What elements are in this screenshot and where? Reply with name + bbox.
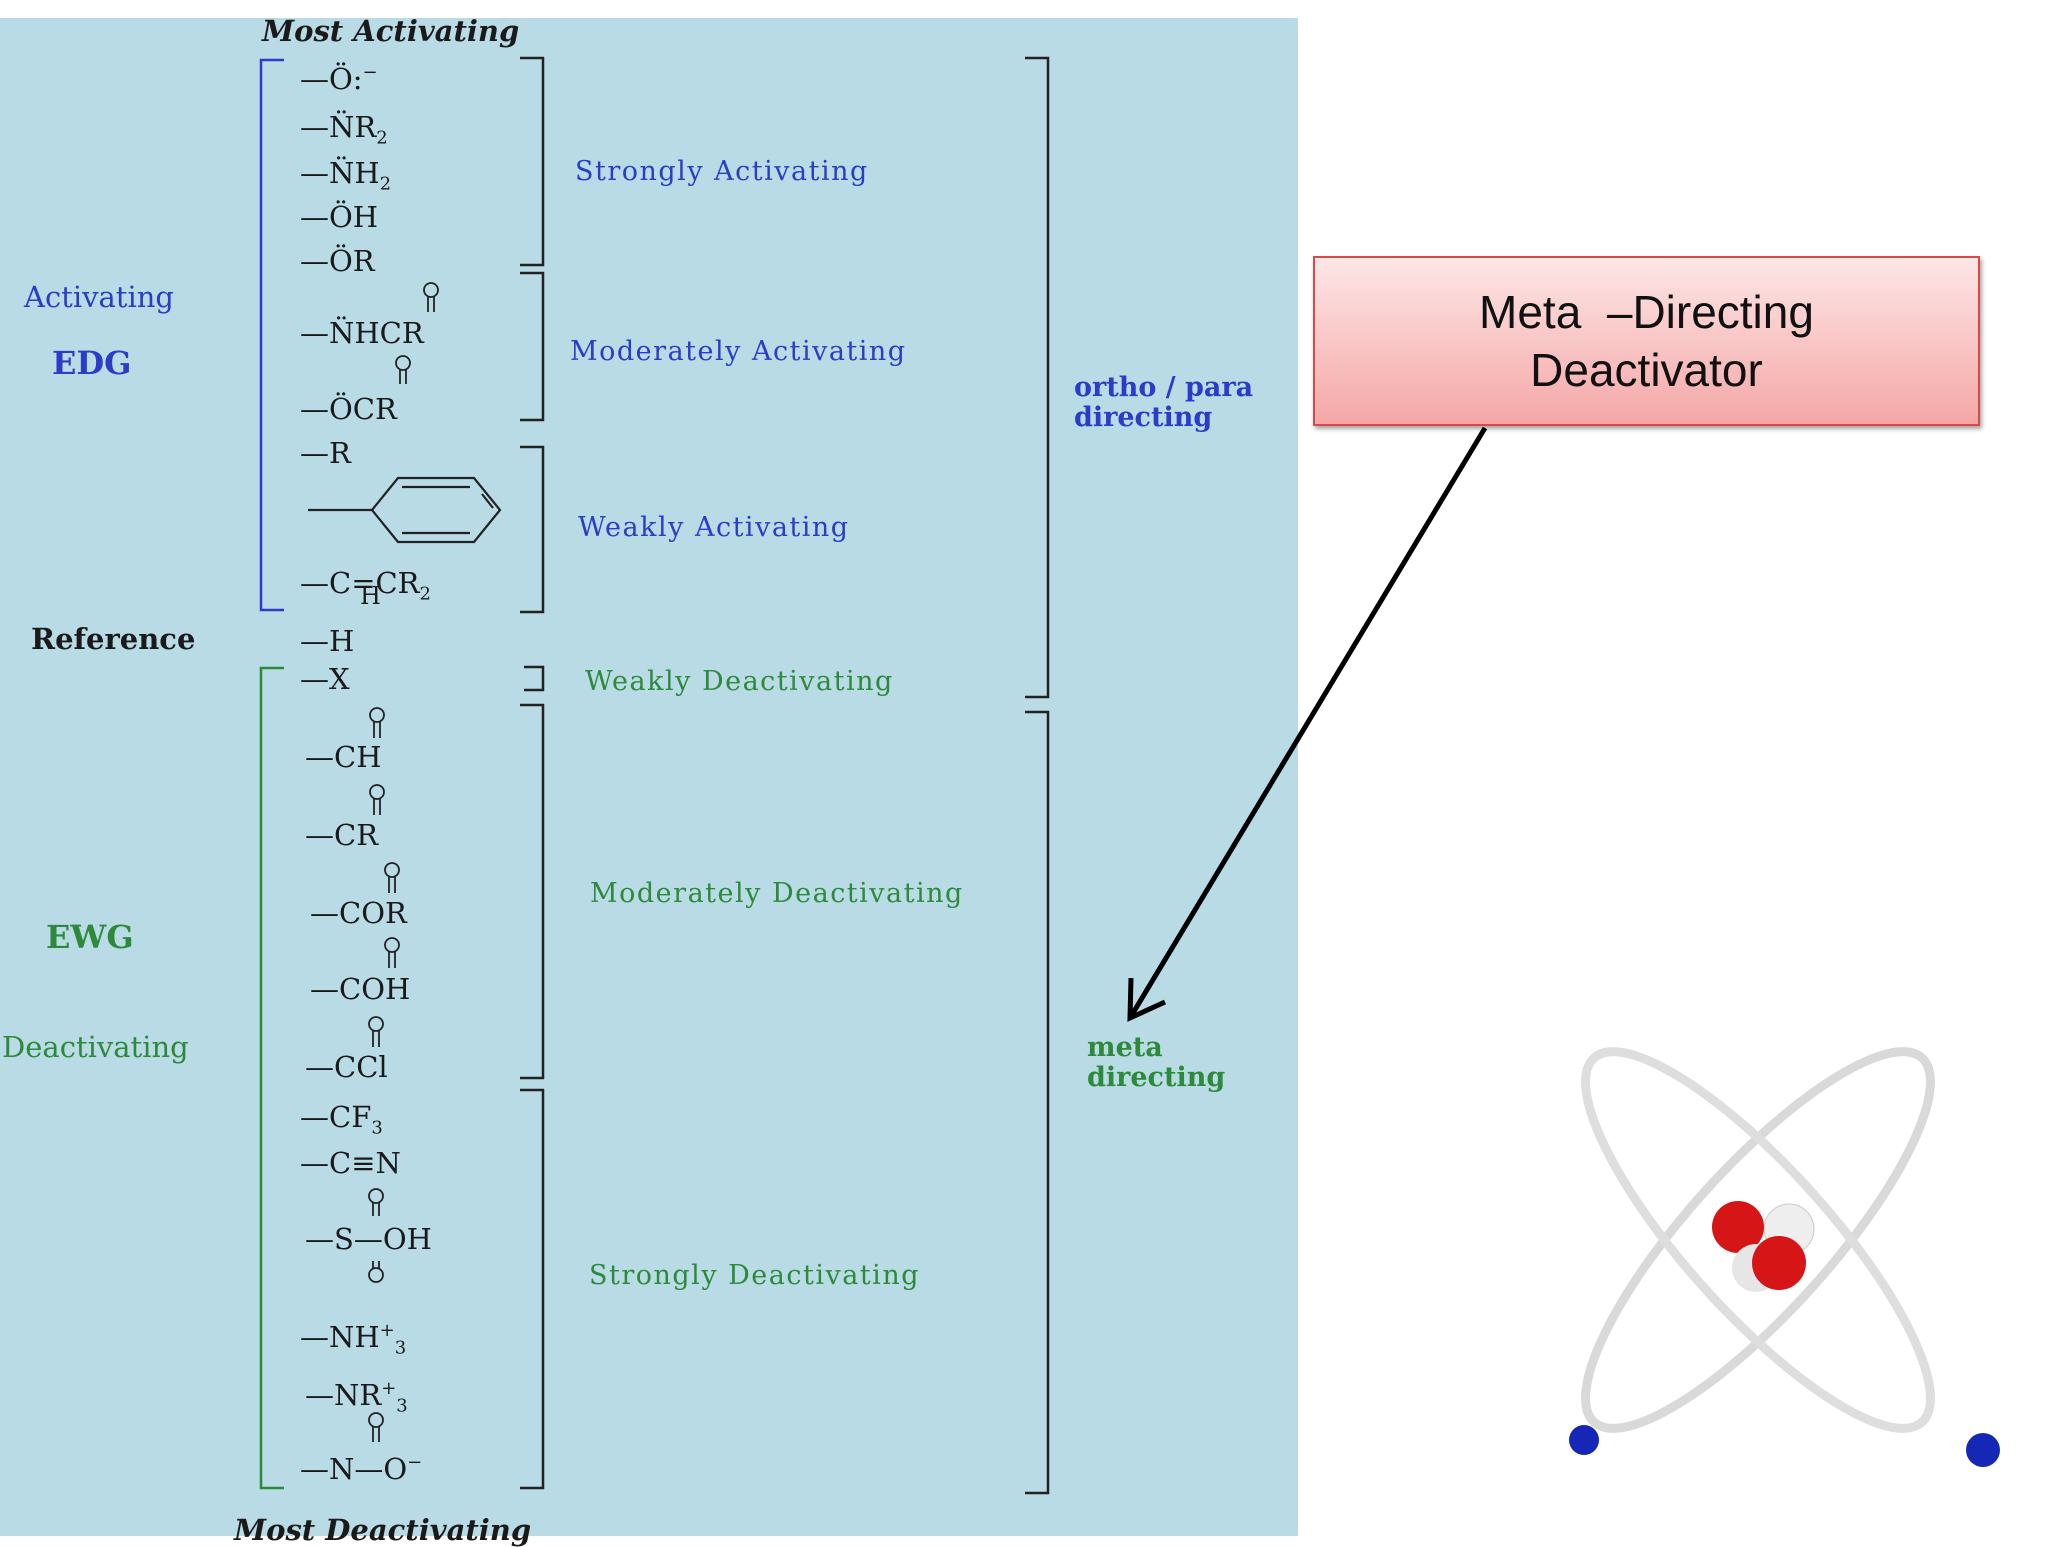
- substituent-cocl: —CCl: [305, 1050, 388, 1084]
- substituent-formula: —N—O: [300, 1452, 408, 1486]
- substituent-formula: —CR: [305, 818, 379, 852]
- activating-label: Activating: [24, 280, 174, 314]
- substituent-formula: —ÖR: [300, 244, 375, 278]
- substituent-subscript: 3: [396, 1395, 408, 1417]
- substituent-no2: —N—O−: [300, 1452, 422, 1486]
- bracket-meta: [1025, 710, 1050, 1495]
- substituent-formula: —N̈HCR: [300, 316, 424, 350]
- substituent-formula: —CF: [300, 1100, 372, 1134]
- edg-bracket: [259, 58, 284, 612]
- substituent-charge: −: [362, 62, 378, 84]
- substituent-formula: —CCl: [305, 1050, 388, 1084]
- substituent-o-minus: —Ö:−: [300, 62, 378, 96]
- benzene-ring: [308, 476, 502, 544]
- substituent-subscript: 2: [419, 583, 431, 605]
- bracket-weakly-deactivating: [524, 665, 545, 692]
- substituent-formula: —C≡N: [300, 1146, 401, 1180]
- substituent-nh3: —NH+3: [300, 1320, 406, 1358]
- substituent-r: —R: [300, 436, 351, 470]
- substituent-formula: —COH: [310, 972, 411, 1006]
- substituent-nr3: —NR+3: [305, 1378, 408, 1416]
- carbonyl-marks: [368, 282, 439, 1442]
- substituent-coor: —COR: [310, 896, 407, 930]
- substituent-formula: —ÖH: [300, 200, 379, 234]
- strongly-activating-label: Strongly Activating: [575, 156, 869, 187]
- bracket-strongly-activating: [520, 56, 545, 267]
- atom-illustration: [1569, 1047, 2000, 1467]
- substituent-formula: —ÖCR: [300, 392, 397, 426]
- substituent-formula: —N̈R: [300, 110, 377, 144]
- bracket-moderately-activating: [520, 271, 545, 422]
- substituent-subscript: 2: [376, 127, 388, 149]
- substituent-formula: —N̈H: [300, 156, 380, 190]
- moderately-activating-label: Moderately Activating: [570, 336, 907, 367]
- substituent-or: —ÖR: [300, 244, 375, 278]
- meta-directing-callout: Meta –Directing Deactivator: [1313, 256, 1980, 426]
- substituent-subscript: 3: [394, 1337, 407, 1359]
- ortho-para-label-line1: ortho / para: [1074, 372, 1254, 403]
- edg-label: EDG: [52, 344, 132, 382]
- substituent-formula: —C=CR: [300, 566, 420, 600]
- substituent-nhcor: —N̈HCR: [300, 316, 424, 350]
- substituent-formula: —CH: [305, 740, 382, 774]
- substituent-charge: +: [381, 1378, 397, 1400]
- substituent-x: —X: [300, 662, 350, 696]
- moderately-deactivating-label: Moderately Deactivating: [590, 878, 964, 909]
- callout-line1: Meta –Directing: [1479, 286, 1814, 338]
- substituent-vinyl: —C=CR2: [300, 566, 431, 604]
- most-deactivating-label: Most Deactivating: [234, 1513, 532, 1547]
- ortho-para-label-line2: directing: [1074, 402, 1213, 433]
- substituent-cf3: —CF3: [300, 1100, 383, 1138]
- ewg-bracket: [259, 666, 284, 1490]
- substituent-cho: —CH: [305, 740, 381, 774]
- reference-label: Reference: [31, 622, 196, 656]
- substituent-subscript: 3: [371, 1117, 383, 1139]
- substituent-subscript: 2: [379, 173, 392, 195]
- most-activating-label: Most Activating: [262, 14, 520, 48]
- meta-label-line1: meta: [1087, 1032, 1163, 1063]
- substituent-formula: —S—OH: [305, 1222, 432, 1256]
- strongly-deactivating-label: Strongly Deactivating: [589, 1260, 920, 1291]
- substituent-charge: −: [407, 1452, 423, 1474]
- substituent-formula: —R: [300, 436, 351, 470]
- substituent-nr2: —N̈R2: [300, 110, 388, 148]
- substituent-cooh: —COH: [310, 972, 410, 1006]
- substituent-formula: —X: [300, 662, 350, 696]
- meta-label-line2: directing: [1087, 1062, 1226, 1093]
- substituent-h: —H: [300, 624, 354, 658]
- weakly-deactivating-label: Weakly Deactivating: [585, 666, 894, 697]
- deactivating-label: Deactivating: [2, 1030, 189, 1064]
- substituent-charge: +: [379, 1320, 395, 1342]
- substituent-cn: —C≡N: [300, 1146, 401, 1180]
- callout-line2: Deactivator: [1530, 344, 1763, 396]
- bracket-weakly-activating: [520, 445, 545, 614]
- substituent-ocor: —ÖCR: [300, 392, 397, 426]
- ewg-label: EWG: [46, 918, 134, 956]
- vinyl-h-label: H: [360, 582, 381, 610]
- weakly-activating-label: Weakly Activating: [578, 512, 850, 543]
- substituent-formula: —NR: [305, 1378, 382, 1412]
- substituent-formula: —H: [300, 624, 355, 658]
- substituent-nh2: —N̈H2: [300, 156, 391, 194]
- substituent-formula: —NH: [300, 1320, 380, 1354]
- bracket-ortho-para: [1025, 56, 1050, 699]
- substituent-cor: —CR: [305, 818, 378, 852]
- substituent-so3h: —S—OH: [305, 1222, 432, 1256]
- substituent-formula: —Ö:: [300, 62, 363, 96]
- diagram-panel: [0, 18, 1298, 1536]
- substituent-oh: —ÖH: [300, 200, 378, 234]
- callout-arrow: [1127, 426, 1488, 1022]
- bracket-moderately-deactivating: [520, 703, 545, 1080]
- substituent-formula: —COR: [310, 896, 407, 930]
- bracket-strongly-deactivating: [520, 1088, 545, 1490]
